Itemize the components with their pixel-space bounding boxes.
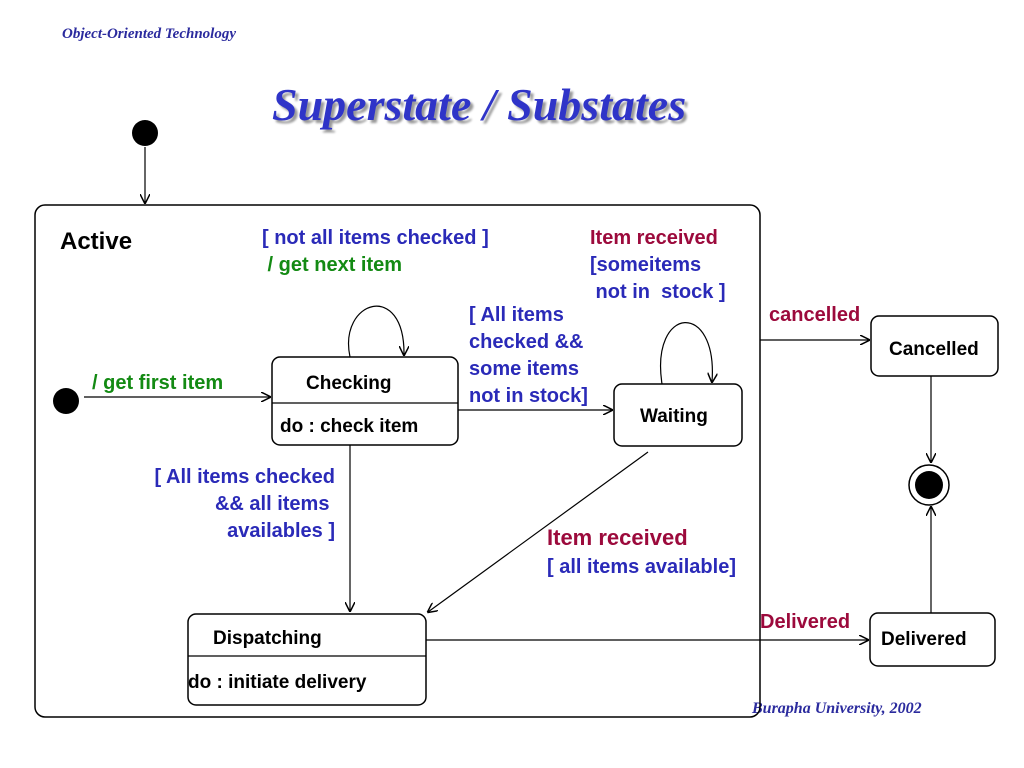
cancelled-state: Cancelled xyxy=(870,315,999,377)
inner-initial-state xyxy=(53,388,79,414)
checking-self-transition xyxy=(348,305,404,358)
outer-initial-state xyxy=(132,120,158,146)
checking-to-waiting-guard-line: some items xyxy=(469,358,579,380)
checking-state-activity: do : check item xyxy=(280,416,418,437)
delivered-state-name: Delivered xyxy=(881,629,967,650)
active-to-cancelled-event: cancelled xyxy=(769,304,860,326)
course-header: Object-Oriented Technology xyxy=(62,26,237,42)
footer-credit: Burapha University, 2002 xyxy=(752,700,922,717)
waiting-to-dispatching-guard: [ all items available] xyxy=(547,556,736,578)
initial-to-checking-label: / get first item xyxy=(92,372,223,394)
dispatching-to-delivered-event: Delivered xyxy=(760,611,850,633)
checking-state: Checking do : check item xyxy=(271,356,459,446)
final-state-dot xyxy=(915,471,943,499)
checking-to-dispatching-guard-line: availables ] xyxy=(227,520,335,542)
checking-to-dispatching-guard-line: && all items xyxy=(215,493,335,515)
dispatching-state: Dispatching do : initiate delivery xyxy=(187,613,427,706)
checking-to-waiting-guard-line: not in stock] xyxy=(469,385,588,407)
waiting-state-name: Waiting xyxy=(640,406,708,427)
checking-to-waiting-guard-line: checked && xyxy=(469,331,584,353)
checking-to-dispatching-guard: [ All items checked && all items availab… xyxy=(155,466,335,542)
dispatching-state-name: Dispatching xyxy=(213,628,322,649)
active-superstate-label: Active xyxy=(60,228,132,255)
waiting-self-event: Item received xyxy=(590,227,718,249)
checking-to-waiting-guard-line: [ All items xyxy=(469,304,564,326)
slide-title: Superstate / Substates xyxy=(272,79,687,130)
checking-to-waiting-guard: [ All items checked && some items not in… xyxy=(469,304,588,407)
waiting-self-transition xyxy=(660,322,713,385)
checking-self-action: / get next item xyxy=(262,254,402,276)
active-superstate xyxy=(34,204,761,718)
dispatching-state-activity: do : initiate delivery xyxy=(188,672,367,693)
waiting-to-dispatching-event: Item received xyxy=(547,525,688,550)
checking-self-guard: [ not all items checked ] xyxy=(262,227,489,249)
waiting-self-guard-line: not in stock ] xyxy=(590,281,726,303)
cancelled-state-name: Cancelled xyxy=(889,339,979,360)
waiting-to-dispatching-transition xyxy=(428,451,649,612)
waiting-state: Waiting xyxy=(613,383,743,447)
waiting-self-guard-line: [someitems xyxy=(590,254,701,276)
delivered-state: Delivered xyxy=(869,612,996,667)
checking-state-name: Checking xyxy=(306,373,392,394)
checking-to-dispatching-guard-line: [ All items checked xyxy=(155,466,335,488)
